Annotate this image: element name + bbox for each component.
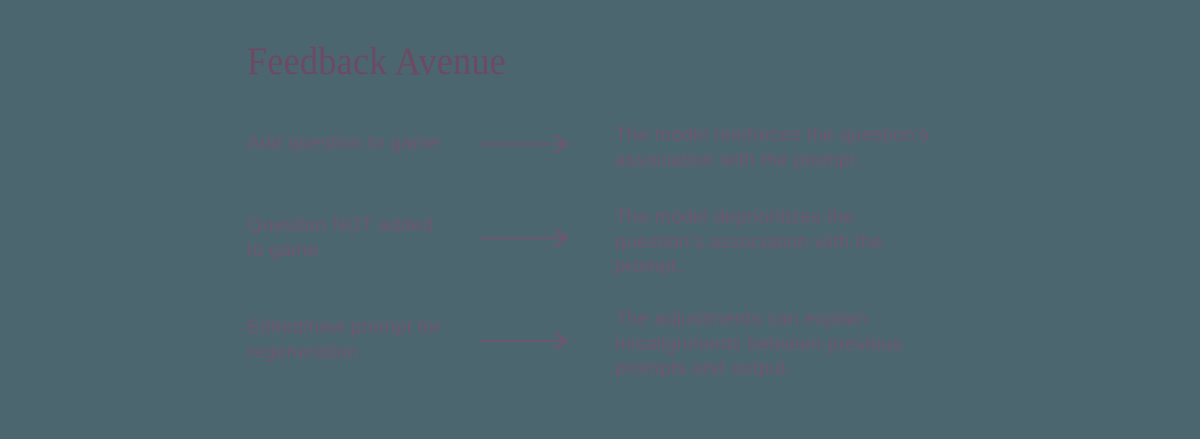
outcome-text-line: The model deprioritizes the xyxy=(615,206,855,228)
trigger-label-line: to game xyxy=(247,239,319,261)
trigger-label: Edited/new prompt for regeneration xyxy=(247,306,479,365)
arrow-right-icon xyxy=(479,204,615,272)
outcome-text-line: The model reinforces the question’s xyxy=(615,124,929,146)
page-title: Feedback Avenue xyxy=(247,40,506,83)
trigger-label-line: Edited/new prompt for xyxy=(247,316,441,338)
arrow-right-icon xyxy=(479,306,615,376)
outcome-text: The adjustments can explain misalignment… xyxy=(615,306,967,381)
arrow-right-icon xyxy=(479,122,615,166)
outcome-text-line: association with the prompt. xyxy=(615,148,861,171)
outcome-text: The model reinforces the question’s asso… xyxy=(615,122,967,172)
outcome-text-line: question’s association with the xyxy=(615,230,883,253)
flow-row: Question NOT added to game The model dep… xyxy=(247,204,967,279)
trigger-label-line: Question NOT added xyxy=(247,214,434,236)
trigger-label: Add question to game xyxy=(247,122,479,156)
trigger-label: Question NOT added to game xyxy=(247,204,479,263)
flow-row: Edited/new prompt for regeneration The a… xyxy=(247,306,967,381)
outcome-text: The model deprioritizes the question’s a… xyxy=(615,204,967,279)
outcome-text-line: misalignments between previous xyxy=(615,332,903,355)
flow-row: Add question to game The model reinforce… xyxy=(247,122,967,172)
outcome-text-line: The adjustments can explain xyxy=(615,308,868,330)
trigger-label-line: Add question to game xyxy=(247,132,440,154)
outcome-text-line: prompt. xyxy=(615,255,683,277)
outcome-text-line: prompts and output. xyxy=(615,357,792,379)
trigger-label-line: regeneration xyxy=(247,341,359,363)
